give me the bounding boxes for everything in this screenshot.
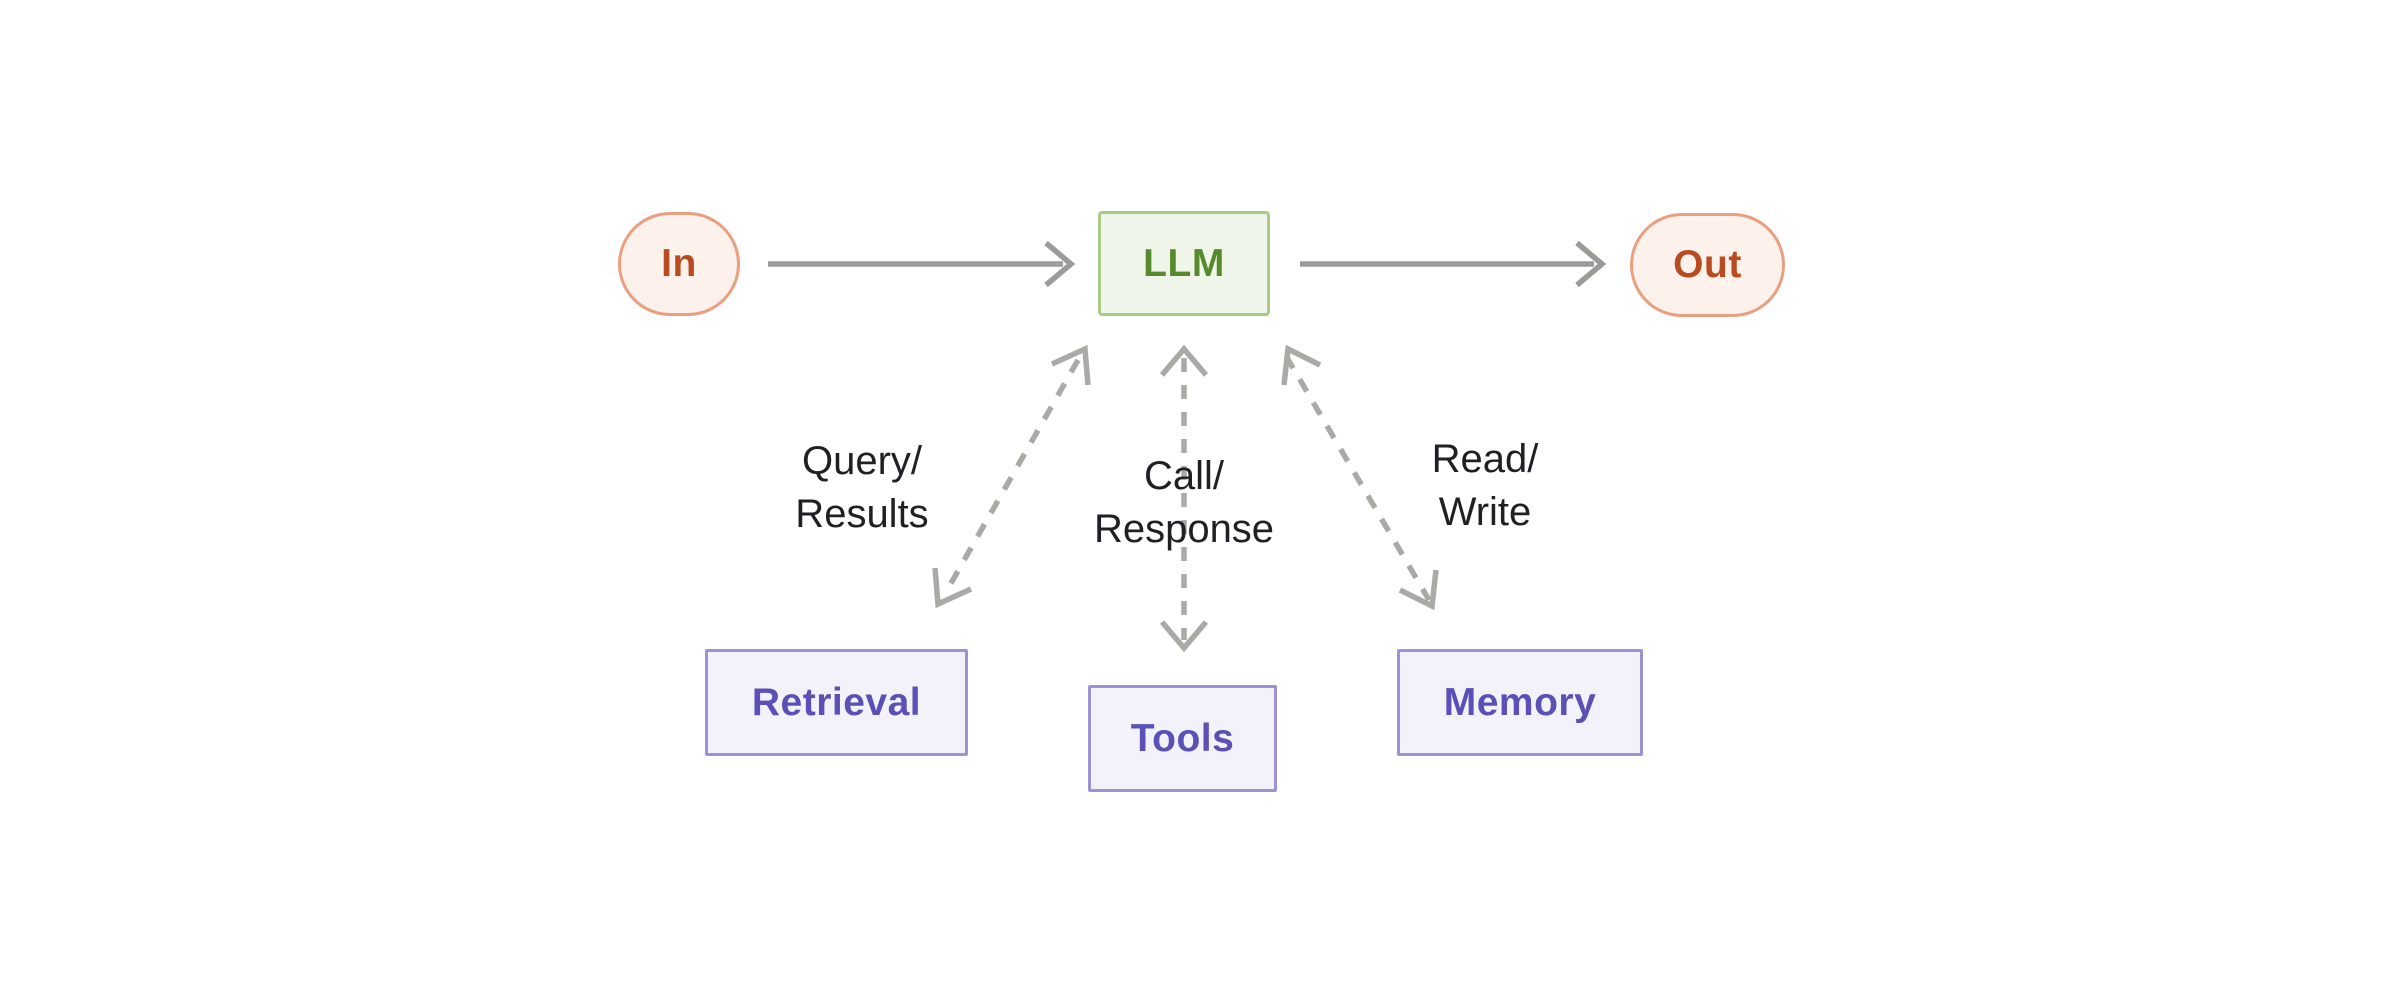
node-memory: Memory	[1397, 649, 1643, 756]
node-retrieval-label: Retrieval	[751, 680, 922, 724]
down-arrowhead-icon	[1159, 620, 1209, 653]
arrow-llm-retrieval	[932, 344, 1091, 609]
up-arrowhead-icon	[1159, 344, 1209, 377]
down-arrowhead-icon	[1398, 569, 1439, 611]
up-arrowhead-icon	[1050, 344, 1091, 386]
down-arrowhead-icon	[932, 567, 973, 609]
node-out: Out	[1630, 213, 1785, 317]
node-memory-label: Memory	[1443, 680, 1597, 724]
node-llm-label: LLM	[1143, 241, 1225, 285]
right-arrow-icon	[1044, 240, 1076, 288]
arrow-in-to-llm	[768, 240, 1076, 288]
edge-label-read-write: Read/ Write	[1431, 437, 1539, 534]
node-in: In	[618, 212, 740, 316]
node-tools-label: Tools	[1130, 716, 1235, 760]
arrow-llm-to-out	[1300, 240, 1607, 288]
edge-label-call-response: Call/ Response	[1093, 454, 1275, 551]
right-arrow-icon	[1575, 240, 1607, 288]
node-llm: LLM	[1098, 211, 1270, 316]
arrow-llm-memory	[1281, 344, 1439, 611]
edge-label-query-results: Query/ Results	[795, 439, 929, 536]
node-in-label: In	[661, 242, 697, 285]
node-out-label: Out	[1673, 243, 1742, 286]
node-tools: Tools	[1088, 685, 1277, 792]
up-arrowhead-icon	[1281, 344, 1322, 386]
node-retrieval: Retrieval	[705, 649, 968, 756]
